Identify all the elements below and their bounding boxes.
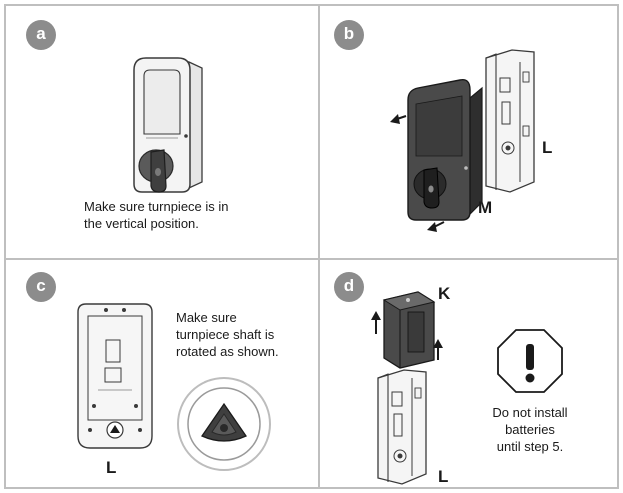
panel-d: d [318,258,619,489]
interior-base-l-d [377,369,427,485]
part-label-k: K [438,284,451,303]
battery-pack-illustration [371,291,563,485]
instruction-text-a1: Make sure turnpiece is in [84,199,229,214]
instruction-text-a2: the vertical position. [84,216,199,231]
lock-front-illustration [133,57,203,193]
exterior-cover-m [407,79,483,221]
instruction-text-c1: Make sure [176,310,237,325]
lock-disassembly-illustration [390,49,535,232]
interior-base-l [485,49,535,193]
warning-octagon-icon [497,329,563,393]
instruction-text-c2: turnpiece shaft is [176,327,275,342]
part-label-m: M [478,198,493,217]
step-badge-c: c [26,272,56,302]
instruction-text-c3: rotated as shown. [176,344,279,359]
part-label-l-d: L [438,467,449,486]
part-label-l-c: L [106,458,117,477]
panel-c: c Mak [4,258,320,489]
warning-text-3: until step 5. [496,439,564,454]
warning-text-2: batteries [505,422,555,437]
panel-a: a Make sure turnpiece is in the vertical… [4,4,320,260]
interior-base-illustration [77,303,271,471]
warning-text-1: Do not install [492,405,568,420]
panel-b: b [318,4,619,260]
step-badge-a: a [26,20,56,50]
battery-pack-k [382,291,436,369]
step-badge-d: d [334,272,364,302]
shaft-detail-magnifier [177,377,271,471]
part-label-l-b: L [542,138,553,157]
step-badge-b: b [334,20,364,50]
